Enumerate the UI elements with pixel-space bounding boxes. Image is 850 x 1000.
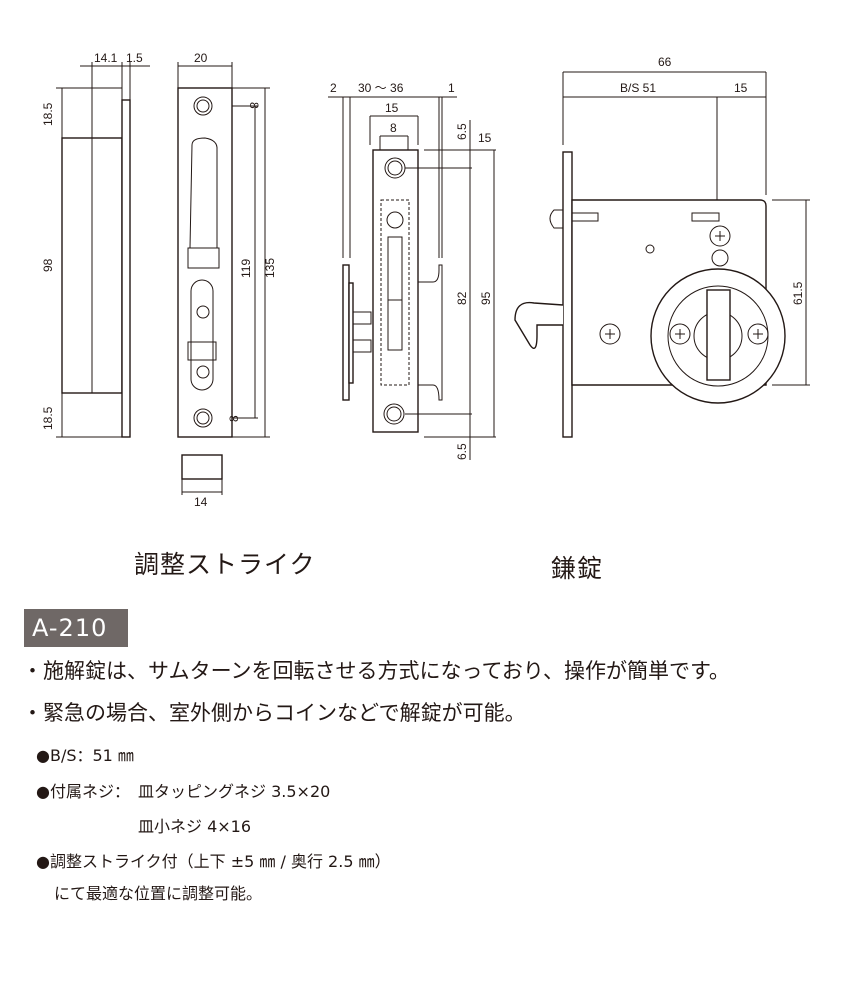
dim-strike-hole-bot: 8: [227, 415, 241, 422]
dim-strike-side-top: 18.5: [41, 102, 55, 126]
dim-strike-width: 20: [194, 51, 208, 65]
lock-side-view: 2 30 〜 36 1 15 8 6.5 15 82 95 6.5: [328, 81, 496, 460]
dim-lock-height: 61.5: [791, 281, 805, 305]
caption-lock: 鎌錠: [551, 554, 604, 583]
caption-strike: 調整ストライク: [134, 550, 316, 579]
dim-lock-side-height: 95: [479, 291, 493, 305]
feature-bullet-2: ・緊急の場合、室外側からコインなどで解錠が可能。: [22, 701, 526, 725]
spec-screws-label: ●付属ネジ：: [36, 782, 130, 801]
spec-screw-1: 皿タッピングネジ 3.5×20: [138, 782, 331, 801]
dim-lock-side-bot-6-5: 6.5: [455, 443, 469, 460]
dim-strike-side-1-5: 1.5: [126, 51, 143, 65]
dim-strike-height: 135: [263, 258, 277, 278]
dim-lock-front-15: 15: [734, 81, 748, 95]
dim-lock-side-2: 2: [330, 81, 337, 95]
dim-lock-side-1: 1: [448, 81, 455, 95]
strike-side-view: 14.1 1.5 18.5 98 18.5: [41, 51, 150, 438]
dim-strike-side-14-1: 14.1: [94, 51, 118, 65]
dim-strike-side-bot: 18.5: [41, 406, 55, 430]
dim-lock-overall: 66: [658, 55, 672, 69]
spec-backset: ●B/S：51 ㎜: [36, 746, 134, 765]
strike-front-view: 20 8 119 135 8 14: [177, 51, 277, 509]
technical-drawing: 14.1 1.5 18.5 98 18.5 20 8 119 135 8 14: [41, 51, 810, 509]
dim-lock-side-8: 8: [390, 121, 397, 135]
spec-strike-line-2: にて最適な位置に調整可能。: [54, 884, 263, 903]
dim-strike-side-mid: 98: [41, 258, 55, 272]
dim-strike-tab: 14: [194, 495, 208, 509]
model-number-badge: A-210: [24, 609, 128, 647]
spec-strike-line-1: ●調整ストライク付（上下 ±5 ㎜ / 奥行 2.5 ㎜）: [36, 852, 391, 871]
dim-lock-side-pitch: 82: [455, 291, 469, 305]
dim-lock-side-15: 15: [385, 101, 399, 115]
lock-front-view: 66 B/S 51 15 61.5: [514, 55, 810, 438]
dim-lock-backset: B/S 51: [620, 81, 656, 95]
feature-bullet-1: ・施解錠は、サムターンを回転させる方式になっており、操作が簡単です。: [22, 659, 730, 683]
dim-strike-pitch: 119: [239, 259, 253, 278]
dim-strike-hole-top: 8: [247, 102, 261, 109]
dim-lock-side-right-15: 15: [478, 131, 492, 145]
spec-screw-2: 皿小ネジ 4×16: [138, 817, 252, 836]
dim-lock-side-top-6-5: 6.5: [455, 123, 469, 140]
dim-lock-side-30-36: 30 〜 36: [358, 81, 404, 95]
